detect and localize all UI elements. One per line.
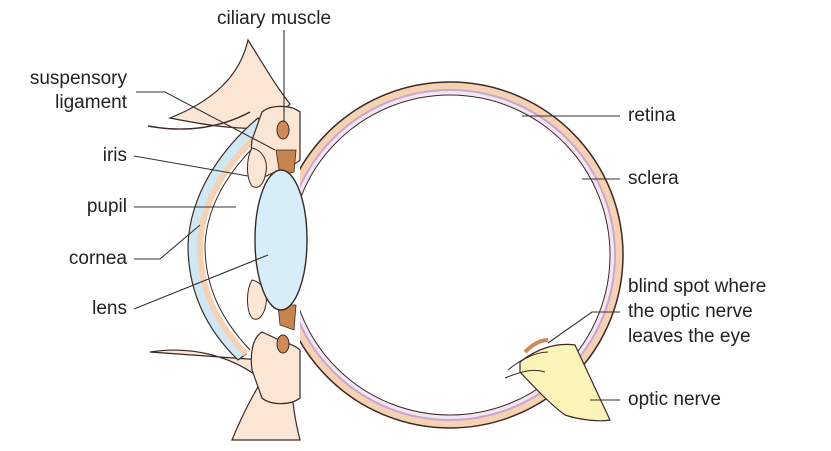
label-optic-nerve: optic nerve bbox=[628, 389, 721, 410]
label-retina: retina bbox=[628, 105, 676, 126]
label-suspensory-ligament-line1: suspensory bbox=[29, 68, 127, 89]
lower-ciliary-muscle bbox=[276, 334, 290, 354]
label-cornea: cornea bbox=[68, 248, 127, 269]
leader-blind-spot bbox=[547, 311, 620, 344]
label-suspensory-ligament-line2: ligament bbox=[55, 92, 127, 113]
upper-iris bbox=[247, 147, 267, 188]
lens-shape bbox=[254, 169, 308, 311]
leader-lens bbox=[133, 254, 269, 310]
sclera-front-edge bbox=[196, 125, 268, 357]
label-blind-spot-line1: blind spot where bbox=[628, 276, 767, 297]
label-blind-spot-line2: the optic nerve bbox=[628, 301, 753, 322]
label-pupil: pupil bbox=[86, 196, 127, 217]
leader-suspensory-ligament bbox=[136, 91, 276, 151]
blind-spot-mark bbox=[523, 338, 549, 354]
upper-ciliary-muscle bbox=[276, 120, 290, 140]
label-lens: lens bbox=[92, 298, 127, 319]
label-ciliary-muscle: ciliary muscle bbox=[217, 8, 332, 29]
optic-nerve-shape bbox=[519, 343, 611, 422]
leader-iris bbox=[133, 155, 249, 177]
leader-lines bbox=[133, 30, 620, 401]
upper-eyelid-fold bbox=[147, 111, 251, 130]
leader-cornea bbox=[134, 224, 201, 260]
label-iris: iris bbox=[102, 145, 127, 166]
label-sclera: sclera bbox=[628, 168, 679, 189]
optic-nerve-sheath bbox=[504, 351, 549, 379]
label-blind-spot-line3: leaves the eye bbox=[628, 326, 751, 347]
sclera-front-outline bbox=[204, 131, 271, 351]
